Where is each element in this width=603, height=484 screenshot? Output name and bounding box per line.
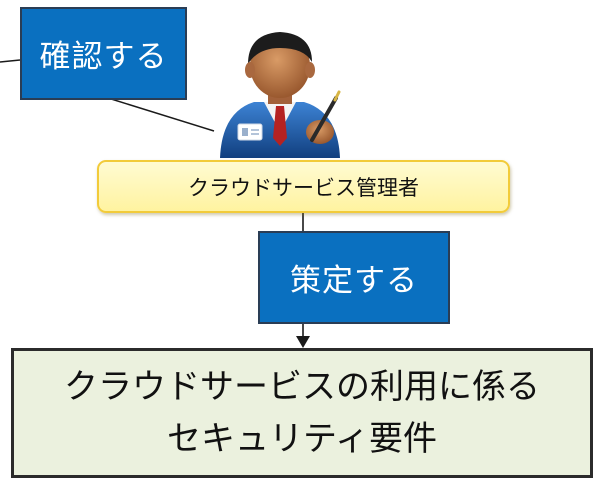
- callout-pointer-line: [107, 97, 215, 132]
- left-connector-line: [0, 59, 21, 63]
- flow-arrow-head: [296, 336, 310, 348]
- business-person-icon: [220, 32, 341, 158]
- confirm-callout-text: 確認する: [39, 39, 168, 75]
- security-requirements-box: クラウドサービスの利用に係る セキュリティ要件: [11, 348, 593, 478]
- requirements-line-2: セキュリティ要件: [167, 419, 437, 459]
- requirements-line-1: クラウドサービスの利用に係る: [64, 367, 540, 407]
- cloud-service-admin-label: クラウドサービス管理者: [97, 160, 510, 213]
- role-label-text: クラウドサービス管理者: [188, 175, 419, 200]
- formulate-callout-text: 策定する: [290, 263, 418, 299]
- formulate-callout: 策定する: [258, 231, 450, 324]
- confirm-callout: 確認する: [20, 7, 187, 100]
